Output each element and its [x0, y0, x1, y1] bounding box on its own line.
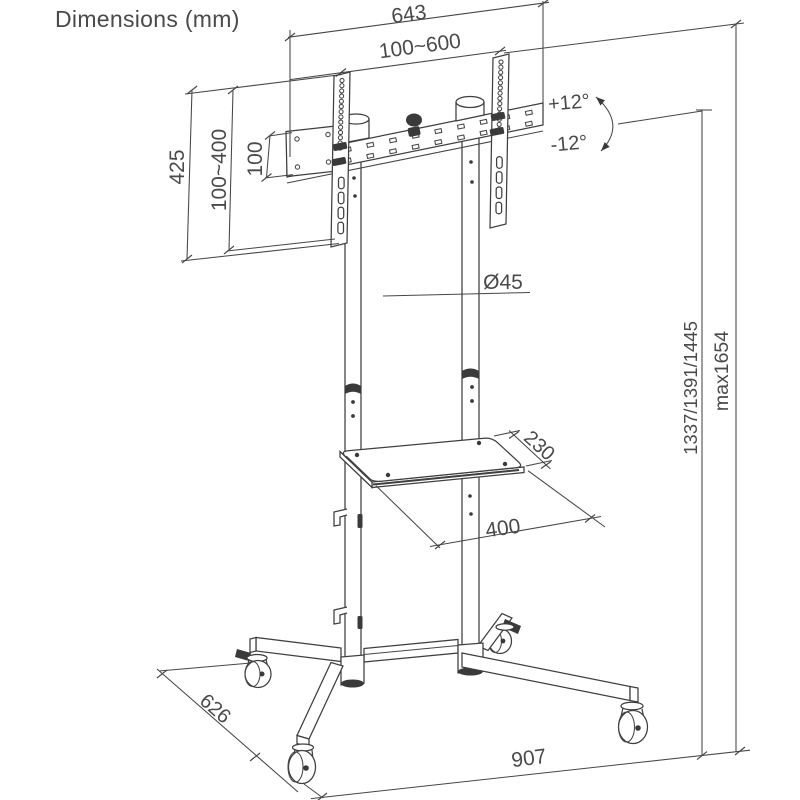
left-vesa-arm: [330, 71, 351, 248]
dim-label-shelf-depth: 230: [519, 427, 559, 466]
front-right-caster: [617, 701, 649, 745]
tilt-lock-knob: [406, 113, 422, 127]
front-left-caster: [287, 743, 317, 785]
back-left-caster: [235, 649, 272, 689]
cable-hook-icon: [333, 508, 348, 527]
dim-label-pole-diameter: Ø45: [483, 271, 523, 294]
base-crossbar: [363, 638, 459, 663]
arrow-down-icon: [601, 142, 610, 151]
dim-label-vesa-height: 100~400: [208, 129, 231, 211]
arrow-up-icon: [596, 97, 605, 106]
dim-label-max-height: max1654: [711, 331, 733, 411]
dim-label-shelf-width: 400: [484, 515, 522, 543]
back-left-leg: [249, 636, 342, 663]
page-title: Dimensions (mm): [55, 6, 240, 32]
left-pole-base: [340, 654, 365, 688]
dim-label-bracket-width: 643: [390, 1, 428, 28]
dimension-annotations: [156, 0, 751, 800]
dim-label-base-depth: 626: [195, 690, 235, 728]
back-right-leg: [477, 612, 521, 652]
caster-wheel: [617, 709, 649, 745]
dim-label-base-width: 907: [510, 745, 548, 772]
pole-caps: [342, 95, 485, 144]
dim-label-plate-height: 100: [244, 141, 267, 176]
dim-label-arm-height: 425: [166, 149, 189, 184]
left-pole-telescope-joint: [345, 383, 361, 394]
media-shelf: [339, 437, 525, 489]
dim-label-pivot-heights: 1337/1391/1445: [680, 321, 701, 455]
front-right-leg: [461, 652, 639, 703]
dim-label-tilt-up: +12°: [547, 90, 591, 116]
right-pole: [461, 108, 480, 648]
dim-label-tilt-down: -12°: [550, 131, 589, 156]
vesa-plate: [285, 125, 338, 178]
right-vesa-arm: [489, 53, 510, 229]
left-pole: [333, 130, 363, 660]
cable-hook-icon: [333, 606, 348, 625]
caster-wheel: [287, 749, 317, 785]
right-pole-telescope-joint: [462, 368, 479, 379]
front-left-leg: [296, 661, 344, 748]
